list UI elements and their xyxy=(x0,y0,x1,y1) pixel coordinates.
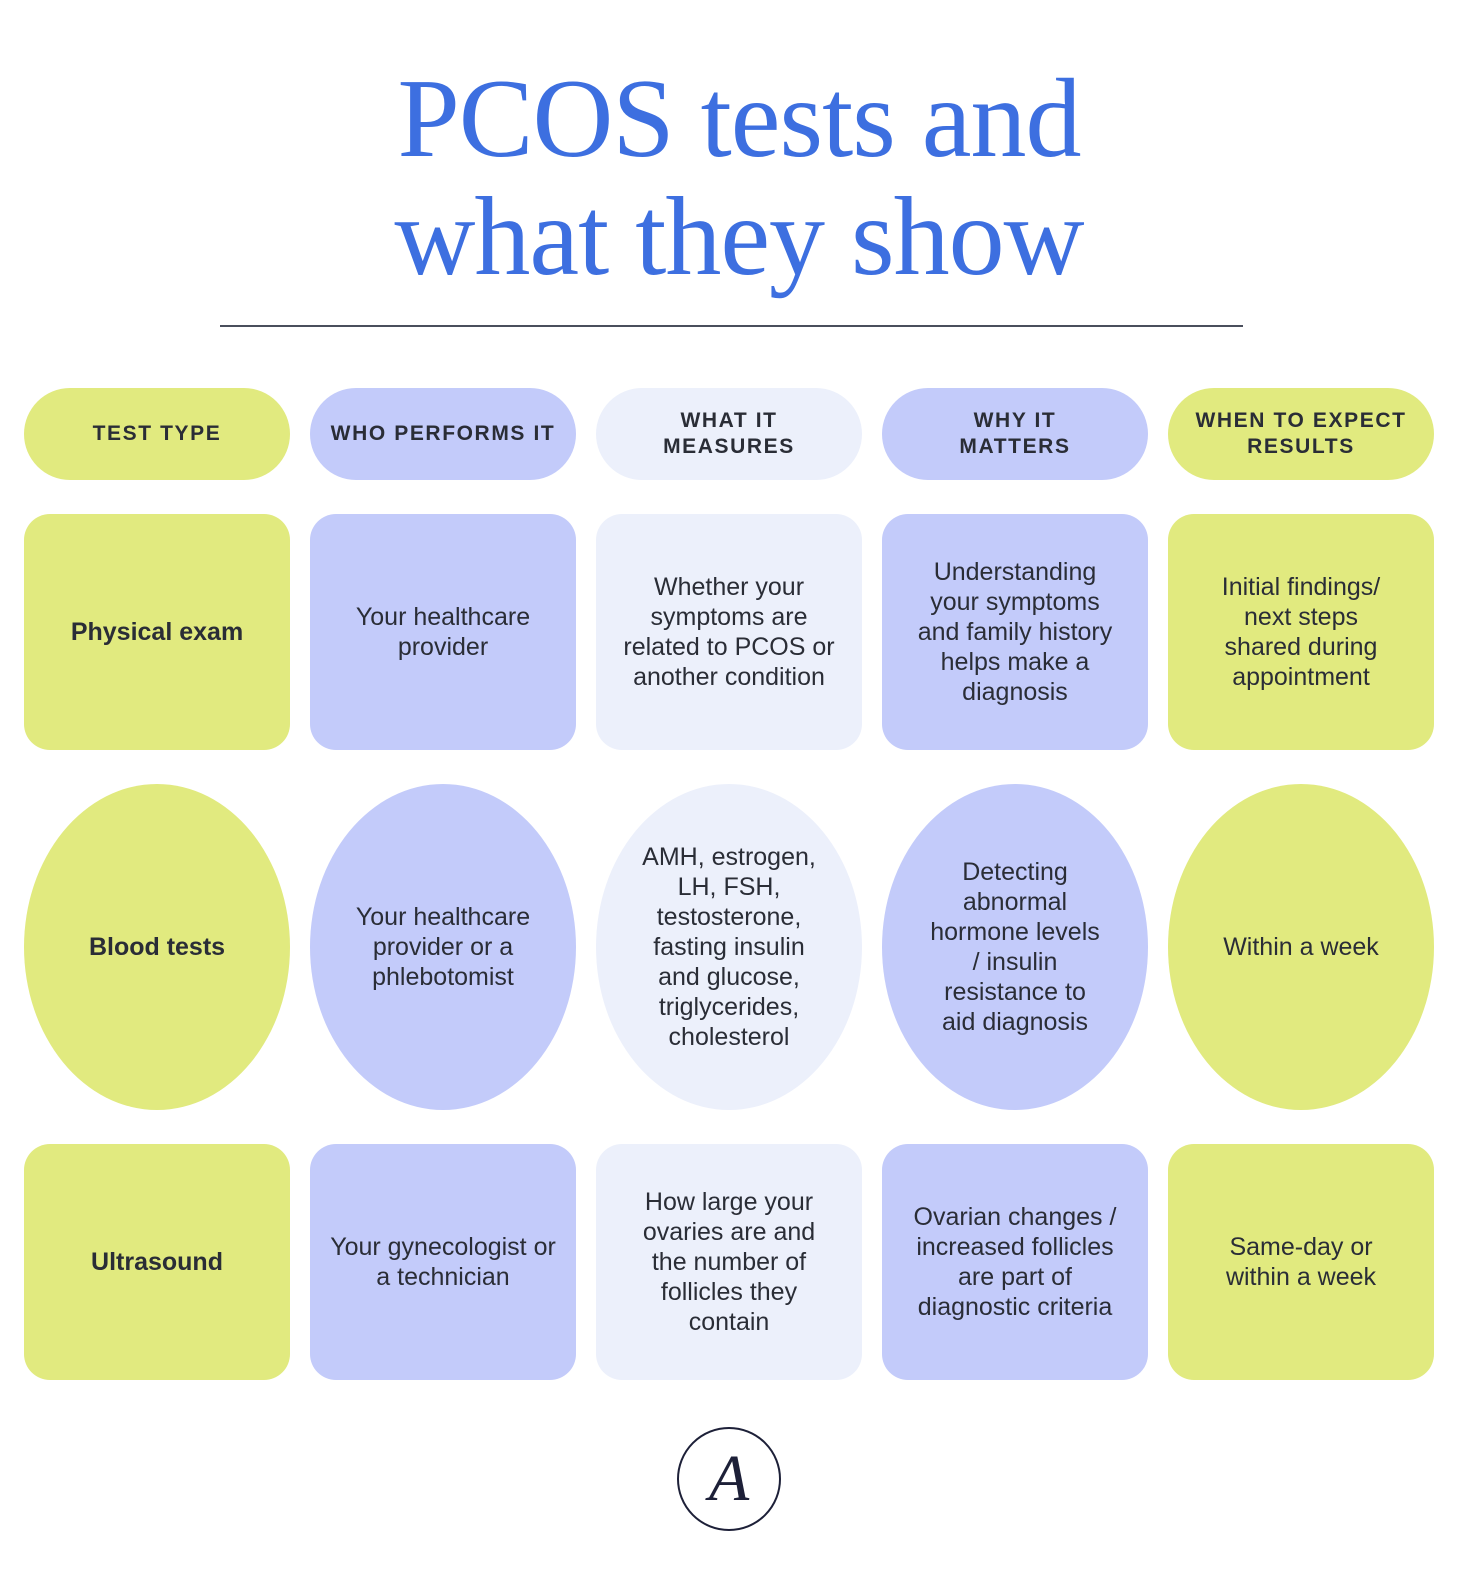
page-title-line-2: what they show xyxy=(394,175,1084,299)
row-ultrasound-what-text: How large your ovaries are and the numbe… xyxy=(642,1188,816,1336)
title-divider xyxy=(220,325,1243,327)
row-physical-exam-who-text: Your healthcare provider xyxy=(355,603,531,661)
row-blood-tests-what: AMH, estrogen, LH, FSH, testosterone, fa… xyxy=(596,784,862,1110)
row-ultrasound-who: Your gynecologist or a technician xyxy=(310,1144,576,1380)
row-ultrasound-why-text: Ovarian changes / increased follicles ar… xyxy=(913,1203,1117,1321)
row-blood-tests-who: Your healthcare provider or a phlebotomi… xyxy=(310,784,576,1110)
row-physical-exam-who: Your healthcare provider xyxy=(310,514,576,750)
row-blood-tests-who-text: Your healthcare provider or a phlebotomi… xyxy=(355,903,531,991)
row-blood-tests-when: Within a week xyxy=(1168,784,1434,1110)
row-physical-exam-test: Physical exam xyxy=(24,514,290,750)
header-test-type: TEST TYPE xyxy=(24,388,290,480)
header-what-it-measures: WHAT IT MEASURES xyxy=(596,388,862,480)
row-ultrasound-when-text: Same-day or within a week xyxy=(1225,1233,1377,1291)
row-blood-tests-what-text: AMH, estrogen, LH, FSH, testosterone, fa… xyxy=(642,843,816,1051)
row-blood-tests-test: Blood tests xyxy=(24,784,290,1110)
page-title: PCOS tests and what they show xyxy=(0,60,1478,296)
header-when-to-expect-results: WHEN TO EXPECT RESULTS xyxy=(1168,388,1434,480)
brand-logo-icon: A xyxy=(677,1427,781,1531)
row-ultrasound-test: Ultrasound xyxy=(24,1144,290,1380)
row-blood-tests-why-text: Detecting abnormal hormone levels / insu… xyxy=(930,858,1100,1036)
row-physical-exam-when: Initial findings/ next steps shared duri… xyxy=(1168,514,1434,750)
page-title-line-1: PCOS tests and xyxy=(397,57,1082,181)
row-physical-exam-what: Whether your symptoms are related to PCO… xyxy=(596,514,862,750)
header-why-it-matters: WHY IT MATTERS xyxy=(882,388,1148,480)
row-physical-exam-why-text: Understanding your symptoms and family h… xyxy=(917,558,1113,706)
row-physical-exam-why: Understanding your symptoms and family h… xyxy=(882,514,1148,750)
row-blood-tests-why: Detecting abnormal hormone levels / insu… xyxy=(882,784,1148,1110)
row-ultrasound-when: Same-day or within a week xyxy=(1168,1144,1434,1380)
row-physical-exam-when-text: Initial findings/ next steps shared duri… xyxy=(1221,573,1381,691)
header-what-it-measures-text: WHAT IT MEASURES xyxy=(663,409,795,458)
row-ultrasound-who-text: Your gynecologist or a technician xyxy=(330,1233,556,1291)
header-who-performs-it: WHO PERFORMS IT xyxy=(310,388,576,480)
header-why-it-matters-text: WHY IT MATTERS xyxy=(959,409,1071,458)
row-ultrasound-what: How large your ovaries are and the numbe… xyxy=(596,1144,862,1380)
row-ultrasound-why: Ovarian changes / increased follicles ar… xyxy=(882,1144,1148,1380)
brand-logo-letter: A xyxy=(708,1442,750,1515)
